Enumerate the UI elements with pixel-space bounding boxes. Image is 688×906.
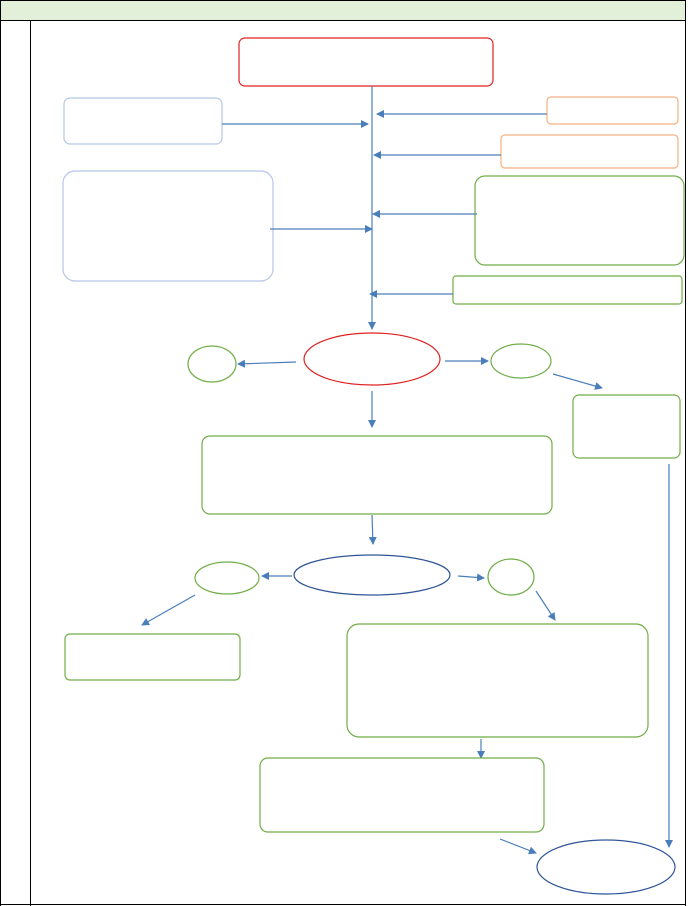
process-box-3 xyxy=(259,757,545,833)
decision-2-right-branch xyxy=(487,558,535,596)
right-input-box-1 xyxy=(546,96,679,125)
decision-2-left-branch xyxy=(194,561,260,595)
end-ellipse xyxy=(536,839,676,895)
left-outcome-box xyxy=(64,633,241,681)
right-input-box-2 xyxy=(500,134,679,169)
left-input-box-2 xyxy=(62,170,274,282)
start-box xyxy=(238,37,494,87)
arrow-process-1-down xyxy=(368,514,377,545)
right-input-box-3 xyxy=(474,175,685,266)
decision-1-ellipse xyxy=(303,332,441,386)
process-box-1 xyxy=(201,435,553,515)
arrow-decision-2-right xyxy=(457,573,485,582)
arrow-to-process-2 xyxy=(535,590,556,621)
arrow-to-right-outcome xyxy=(552,373,603,390)
right-input-box-4 xyxy=(452,275,683,305)
right-outcome-box xyxy=(572,394,681,459)
table-right-border xyxy=(685,21,686,906)
header-band xyxy=(0,0,686,21)
left-column-divider xyxy=(30,21,31,906)
decision-1-right-branch xyxy=(490,343,552,379)
arrow-decision-1-left xyxy=(237,359,297,368)
process-box-2 xyxy=(346,623,649,738)
decision-1-left-branch xyxy=(187,345,237,383)
arrow-to-end xyxy=(499,838,537,855)
left-input-box-1 xyxy=(63,97,223,145)
table-bottom-border xyxy=(0,904,686,905)
table-left-border xyxy=(0,21,1,906)
arrow-to-left-outcome xyxy=(141,594,196,626)
decision-2-ellipse xyxy=(293,554,451,596)
